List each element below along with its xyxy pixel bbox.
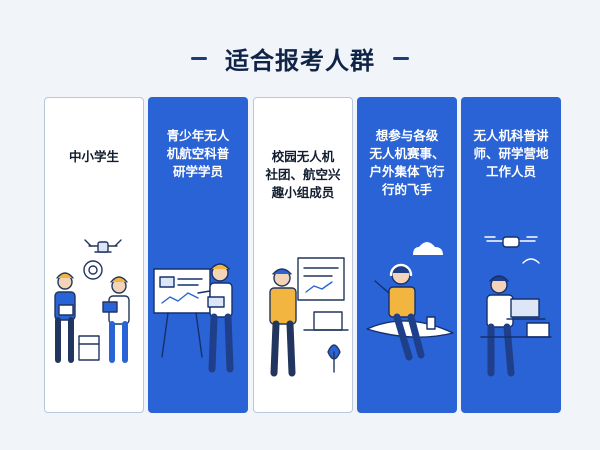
instructor-laptop-drone-icon bbox=[480, 236, 552, 377]
audience-card-3-text: 校园无人机 社团、航空兴 趣小组成员 bbox=[265, 149, 341, 200]
club-member-icon bbox=[269, 257, 349, 377]
students-with-drone-icon bbox=[54, 239, 130, 363]
audience-card-5: 无人机科普讲 师、研学营地 工作人员 bbox=[461, 97, 561, 413]
header: 适合报考人群 bbox=[0, 40, 600, 76]
pilot-headset-icon bbox=[366, 242, 454, 361]
title-right-dash bbox=[393, 56, 409, 60]
audience-card-1-text: 中小学生 bbox=[68, 149, 119, 164]
audience-card-4-text: 想参与各级 无人机赛事、 户外集体飞行 行的飞手 bbox=[369, 128, 445, 197]
page-title: 适合报考人群 bbox=[225, 46, 375, 75]
instructor-whiteboard-icon bbox=[153, 263, 234, 373]
audience-card-4: 想参与各级 无人机赛事、 户外集体飞行 行的飞手 bbox=[357, 97, 457, 413]
audience-card-2-text: 青少年无人 机航空科普 研学学员 bbox=[166, 128, 230, 179]
title-left-dash bbox=[191, 56, 207, 60]
audience-card-3: 校园无人机 社团、航空兴 趣小组成员 bbox=[253, 97, 353, 413]
audience-card-2: 青少年无人 机航空科普 研学学员 bbox=[148, 97, 248, 413]
audience-card-5-text: 无人机科普讲 师、研学营地 工作人员 bbox=[473, 128, 549, 179]
audience-card-1: 中小学生 bbox=[44, 97, 144, 413]
